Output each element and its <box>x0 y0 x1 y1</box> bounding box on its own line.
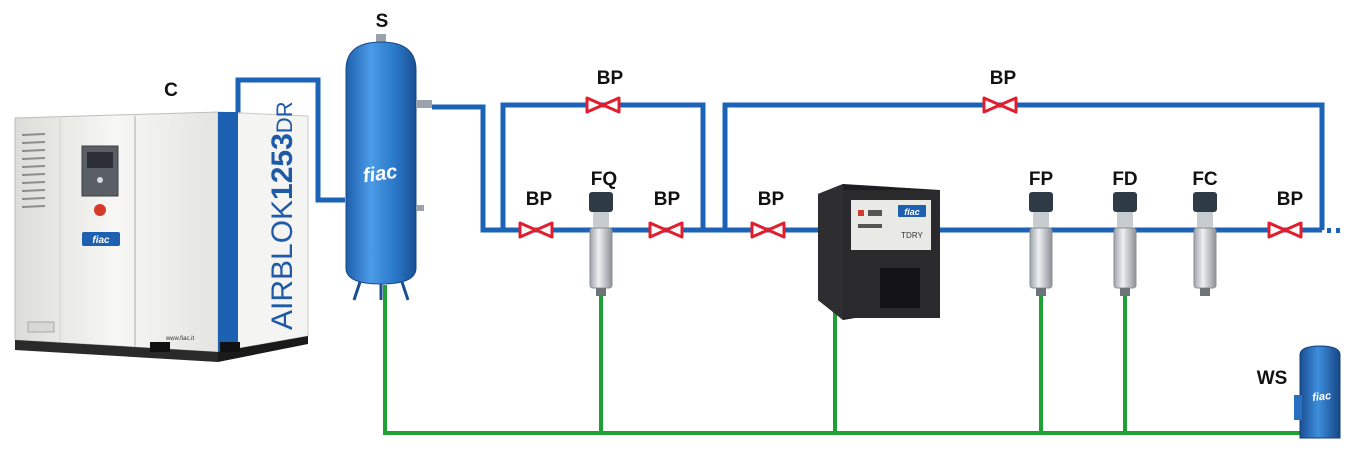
svg-text:fiac: fiac <box>904 207 920 217</box>
label-valve-before-dryer: BP <box>758 189 785 210</box>
separator-logo: fiac <box>1312 390 1332 404</box>
label-filter-fd: FD <box>1112 169 1137 190</box>
label-filter-fc: FC <box>1192 169 1218 190</box>
label-valve-after-fq: BP <box>654 189 681 210</box>
valve-bypass-2 <box>982 96 1018 114</box>
water-separator: fiac <box>1294 345 1341 439</box>
air-receiver-tank: fiac <box>345 34 432 301</box>
compressor-logo <box>82 232 120 246</box>
valve-bypass-1 <box>585 96 621 114</box>
component-labels: C S BP BP BP FQ BP BP FP FD FC BP WS <box>164 11 1303 389</box>
tank-logo: fiac <box>362 161 399 188</box>
label-filter-fp: FP <box>1029 169 1054 190</box>
filter-fd <box>1113 192 1137 296</box>
label-valve-outlet: BP <box>1277 189 1304 210</box>
label-bypass-top-right: BP <box>990 68 1017 89</box>
filter-fp <box>1029 192 1053 296</box>
refrigerated-dryer: fiac TDRY <box>818 184 940 320</box>
compressor-vents <box>21 133 46 208</box>
valve-outlet <box>1267 221 1303 239</box>
svg-text:fiac: fiac <box>92 235 110 246</box>
valves <box>518 96 1303 239</box>
condensate-drain-lines <box>383 285 1310 435</box>
compressor-website: www.fiac.it <box>165 336 195 342</box>
label-filter-fq: FQ <box>591 169 617 190</box>
compressor-model: AIRBLOK1253DR <box>266 101 299 330</box>
compressor: AIRBLOK1253DR fiac www.fiac.it <box>14 101 309 362</box>
label-valve-before-fq: BP <box>526 189 553 210</box>
filter-fq <box>589 192 613 296</box>
valve-before-fq <box>518 221 554 239</box>
line-continuation <box>1327 228 1340 233</box>
dryer-model: TDRY <box>901 231 923 240</box>
label-bypass-top-left: BP <box>597 68 624 89</box>
label-water-separator: WS <box>1257 368 1288 389</box>
compressor-blue-stripe <box>218 112 238 352</box>
valve-after-fq <box>648 221 684 239</box>
label-compressor: C <box>164 80 178 101</box>
filter-fc <box>1193 192 1217 296</box>
label-tank: S <box>376 11 389 32</box>
valve-before-dryer <box>750 221 786 239</box>
